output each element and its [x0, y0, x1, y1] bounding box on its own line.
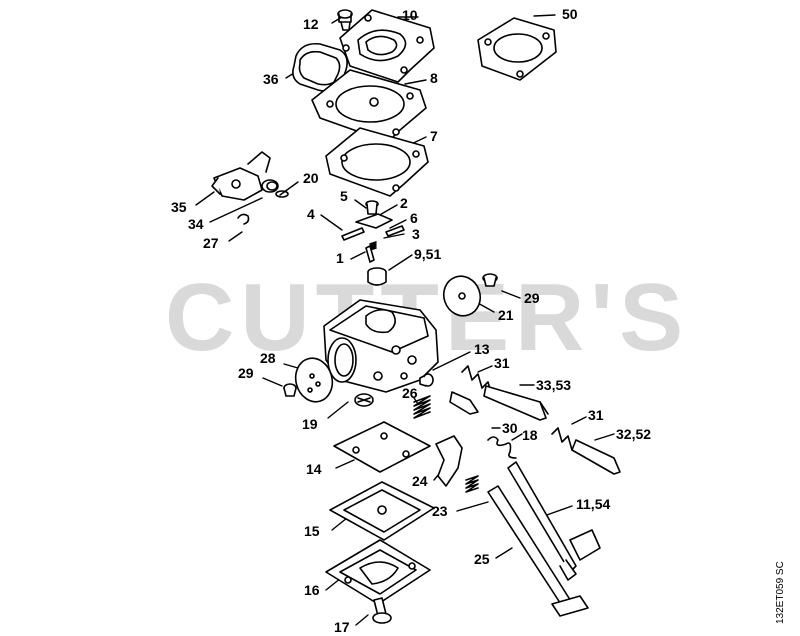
- callout-36: 36: [263, 71, 279, 87]
- callout-30: 30: [502, 420, 518, 436]
- callout-2: 2: [400, 195, 408, 211]
- callout-6: 6: [410, 210, 418, 226]
- callout-12: 12: [303, 16, 319, 32]
- callout-4: 4: [307, 206, 315, 222]
- part-4-pin: [341, 227, 365, 241]
- part-24-lever: [435, 435, 463, 487]
- callout-8: 8: [430, 70, 438, 86]
- part-33-53-needle: [483, 385, 549, 421]
- carburetor-body: [323, 299, 439, 393]
- callout-15: 15: [304, 523, 320, 539]
- callout-31-lower: 31: [588, 407, 604, 423]
- callout-13: 13: [474, 341, 490, 357]
- part-11-54-shaft: [507, 461, 601, 581]
- callout-19: 19: [302, 416, 318, 432]
- callout-3: 3: [412, 226, 420, 242]
- part-1-pin: [365, 245, 375, 263]
- document-id: 132ET059 SC: [775, 561, 786, 624]
- part-12-screw: [337, 9, 353, 31]
- callout-16: 16: [304, 582, 320, 598]
- callout-26: 26: [402, 385, 418, 401]
- leader-lines: [195, 14, 615, 626]
- part-14-gasket: [333, 421, 431, 473]
- part-30-spring: [413, 395, 431, 419]
- part-23-spring: [465, 475, 479, 493]
- part-28-disc: [294, 357, 334, 403]
- callout-9-51: 9,51: [414, 246, 442, 262]
- part-16-cover: [325, 539, 431, 605]
- callout-34: 34: [188, 216, 204, 232]
- callout-11-54: 11,54: [576, 496, 611, 512]
- part-8-gasket: [311, 69, 427, 143]
- callout-20: 20: [303, 170, 319, 186]
- callout-7: 7: [430, 128, 438, 144]
- callout-27: 27: [203, 235, 219, 251]
- part-9-51-cap: [367, 267, 387, 286]
- part-13-plug: [419, 373, 434, 387]
- callout-21: 21: [498, 307, 514, 323]
- callout-28: 28: [260, 350, 276, 366]
- callout-18: 18: [522, 427, 538, 443]
- part-29-screw-right: [482, 273, 498, 287]
- callout-25: 25: [474, 551, 490, 567]
- callout-17: 17: [334, 619, 350, 635]
- part-7-diaphragm: [325, 127, 429, 197]
- callout-31-upper: 31: [494, 355, 510, 371]
- part-5-screw: [365, 200, 379, 215]
- part-35-lever: [211, 151, 271, 201]
- part-36-filter: [292, 42, 348, 93]
- callout-10: 10: [402, 7, 418, 23]
- part-34-clip: [275, 190, 289, 198]
- callout-33-53: 33,53: [536, 377, 572, 393]
- part-32-52-needle: [571, 439, 621, 475]
- callout-35: 35: [171, 199, 187, 215]
- part-25-shaft: [487, 485, 589, 617]
- callout-29-left: 29: [238, 365, 254, 381]
- callout-32-52: 32,52: [616, 426, 652, 442]
- part-18-spring: [487, 436, 517, 459]
- part-29-screw-left: [283, 383, 297, 397]
- callout-24: 24: [412, 473, 428, 489]
- callout-5: 5: [340, 188, 348, 204]
- part-27-clip: [237, 213, 250, 225]
- part-21-disc: [442, 275, 482, 317]
- part-6-needle: [385, 225, 405, 237]
- part-2-lever: [355, 213, 393, 229]
- part-17-screw: [372, 597, 392, 624]
- part-15-diaphragm: [329, 481, 435, 541]
- part-50-diaphragm: [477, 17, 557, 81]
- part-19-screen: [354, 393, 374, 407]
- callout-29-right: 29: [524, 290, 540, 306]
- part-20-spring: [261, 179, 279, 193]
- callout-50: 50: [562, 6, 578, 22]
- part-26-screw: [449, 391, 479, 415]
- part-10-cover: [339, 9, 435, 83]
- callout-23: 23: [432, 503, 448, 519]
- callout-14: 14: [306, 461, 322, 477]
- callout-1: 1: [336, 250, 344, 266]
